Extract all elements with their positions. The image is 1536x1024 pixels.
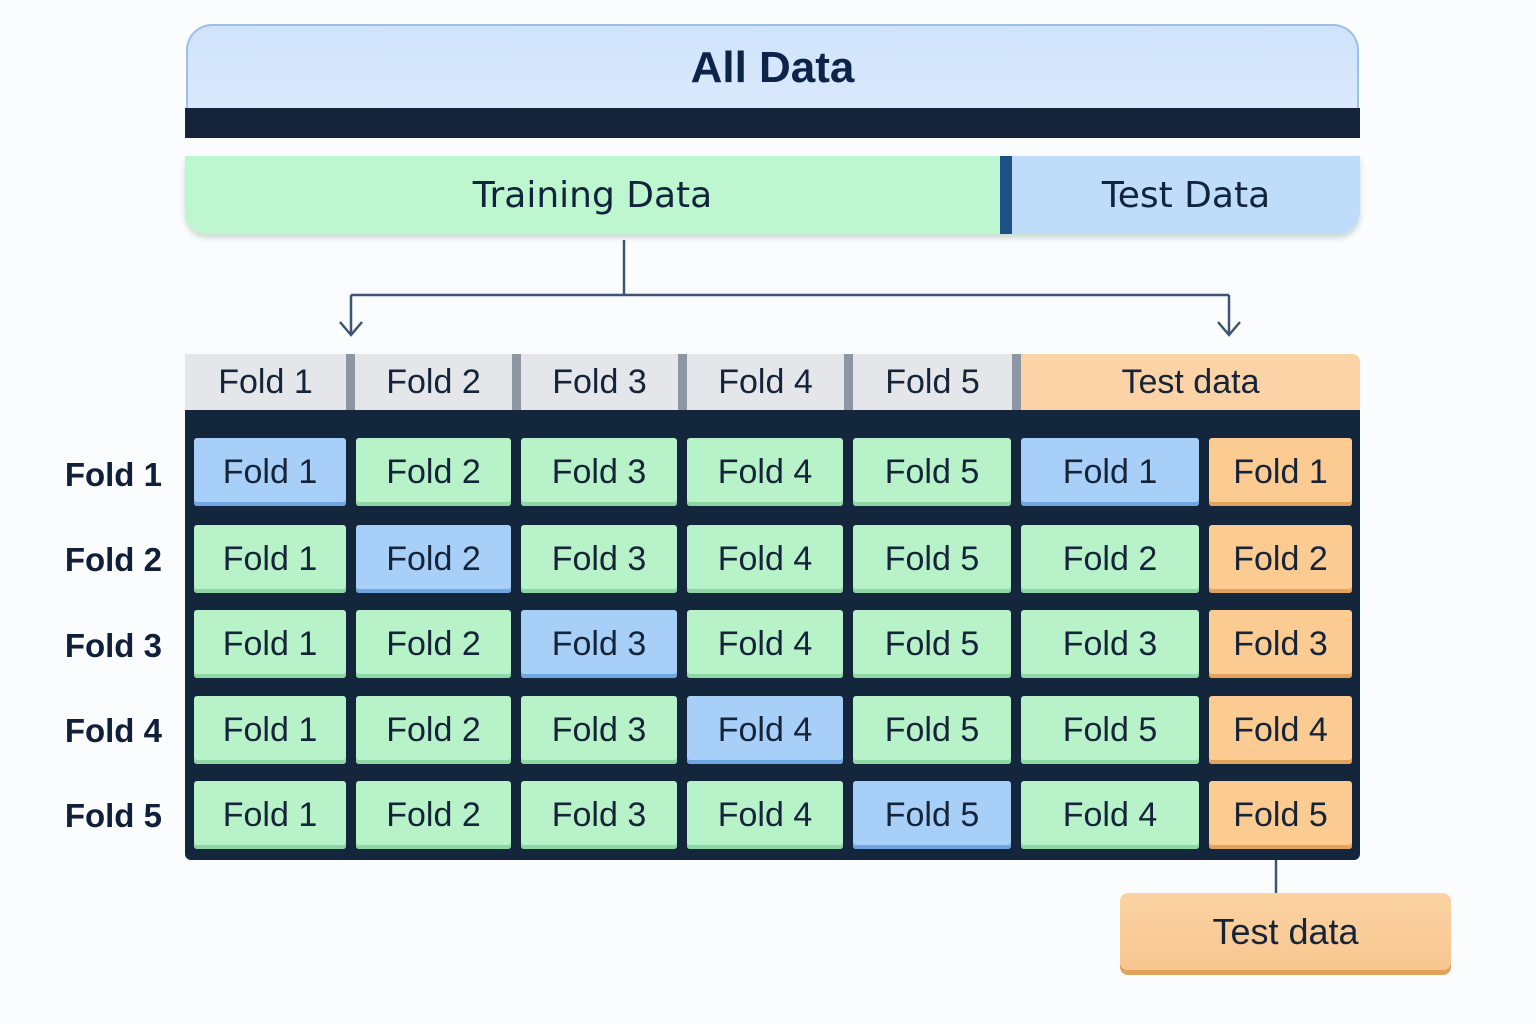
test-box-label: Test data	[1212, 910, 1359, 952]
grid-cell-r2-c4: Fold 4	[687, 525, 843, 593]
grid-cell-r5-c7: Fold 5	[1209, 781, 1352, 849]
grid-cell-r1-c7: Fold 1	[1209, 438, 1352, 506]
grid-cell-r2-c7: Fold 2	[1209, 525, 1352, 593]
grid-cell-r4-c3: Fold 3	[521, 696, 677, 764]
header-fold-2: Fold 2	[355, 354, 512, 410]
test-data-label: Test Data	[1101, 174, 1271, 216]
header-fold-4: Fold 4	[687, 354, 844, 410]
grid-cell-r2-c6: Fold 2	[1021, 525, 1199, 593]
grid-cell-r5-c5: Fold 5	[853, 781, 1011, 849]
header-fold-3: Fold 3	[521, 354, 678, 410]
grid-cell-r2-c1: Fold 1	[194, 525, 346, 593]
grid-cell-r1-c2: Fold 2	[356, 438, 511, 506]
grid-cell-r3-c2: Fold 2	[356, 610, 511, 678]
train-test-split: Training Data Test Data	[185, 156, 1360, 234]
row-label-1: Fold 1	[64, 456, 162, 493]
header-separator	[1012, 354, 1021, 410]
arrow-right-icon	[1217, 321, 1241, 337]
grid-cell-r3-c3: Fold 3	[521, 610, 677, 678]
split-divider	[1000, 156, 1012, 234]
row-label-5: Fold 5	[64, 797, 162, 834]
grid-cell-r4-c5: Fold 5	[853, 696, 1011, 764]
header-fold-1: Fold 1	[185, 354, 346, 410]
final-test-data-box: Test data	[1120, 893, 1451, 970]
row-label-3: Fold 3	[64, 627, 162, 664]
header-separator	[346, 354, 355, 410]
grid-cell-r5-c2: Fold 2	[356, 781, 511, 849]
training-data-label: Training Data	[472, 174, 713, 216]
grid-cell-r4-c2: Fold 2	[356, 696, 511, 764]
header-separator	[678, 354, 687, 410]
grid-cell-r3-c1: Fold 1	[194, 610, 346, 678]
grid-cell-r1-c5: Fold 5	[853, 438, 1011, 506]
arrow-left-icon	[339, 321, 363, 337]
grid-cell-r5-c1: Fold 1	[194, 781, 346, 849]
grid-cell-r2-c2: Fold 2	[356, 525, 511, 593]
header-test-data: Test data	[1021, 354, 1360, 410]
training-data-block: Training Data	[185, 156, 1000, 234]
grid-cell-r2-c3: Fold 3	[521, 525, 677, 593]
grid-cell-r1-c6: Fold 1	[1021, 438, 1199, 506]
grid-cell-r1-c4: Fold 4	[687, 438, 843, 506]
header-fold-5: Fold 5	[853, 354, 1012, 410]
grid-cell-r3-c4: Fold 4	[687, 610, 843, 678]
all-data-bar	[185, 108, 1360, 138]
grid-cell-r3-c6: Fold 3	[1021, 610, 1199, 678]
grid-cell-r4-c7: Fold 4	[1209, 696, 1352, 764]
grid-cell-r5-c3: Fold 3	[521, 781, 677, 849]
grid-cell-r2-c5: Fold 5	[853, 525, 1011, 593]
all-data-banner: All Data	[186, 24, 1359, 110]
grid-cell-r1-c3: Fold 3	[521, 438, 677, 506]
grid-cell-r1-c1: Fold 1	[194, 438, 346, 506]
grid-cell-r5-c6: Fold 4	[1021, 781, 1199, 849]
test-data-block: Test Data	[1012, 156, 1360, 234]
row-label-4: Fold 4	[64, 712, 162, 749]
row-label-2: Fold 2	[64, 541, 162, 578]
grid-cell-r4-c4: Fold 4	[687, 696, 843, 764]
grid-cell-r4-c1: Fold 1	[194, 696, 346, 764]
grid-cell-r3-c5: Fold 5	[853, 610, 1011, 678]
header-separator	[512, 354, 521, 410]
grid-cell-r4-c6: Fold 5	[1021, 696, 1199, 764]
all-data-label: All Data	[690, 43, 855, 92]
grid-cell-r3-c7: Fold 3	[1209, 610, 1352, 678]
grid-cell-r5-c4: Fold 4	[687, 781, 843, 849]
header-separator	[844, 354, 853, 410]
